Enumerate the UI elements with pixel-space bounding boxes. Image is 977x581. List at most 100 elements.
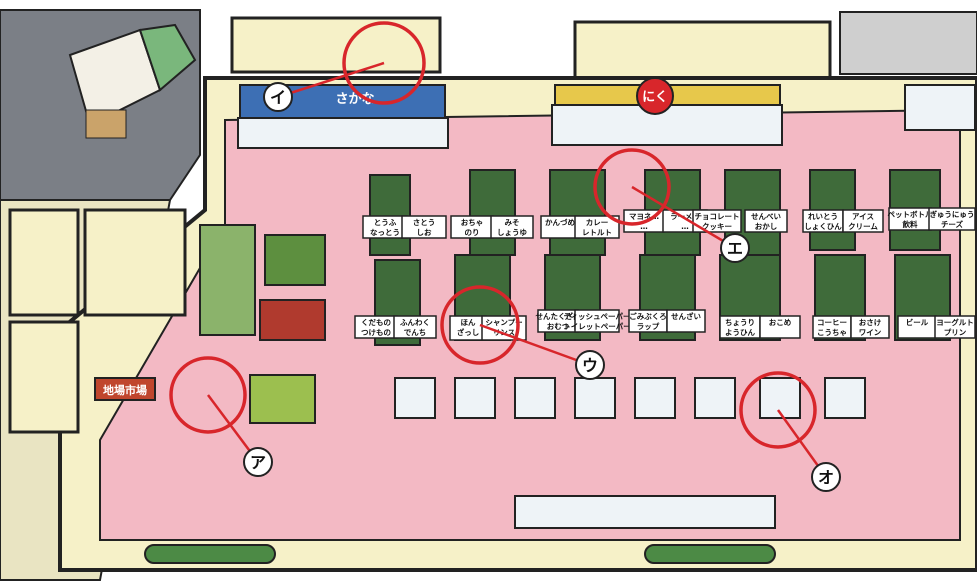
dairy-cooler (904, 84, 976, 131)
shelf-unit (369, 174, 411, 256)
meat-counter (551, 77, 783, 146)
aisle-sign-text: アイス (852, 212, 874, 221)
aisle-sign-text: さとう (413, 218, 436, 227)
callout-leader (479, 323, 591, 367)
aisle-sign-text: ペットボトル (888, 209, 933, 219)
local-market-sign: 地場市場 (103, 383, 147, 397)
aisle-sign-text: 飲料 (902, 219, 918, 229)
callout-badge (811, 462, 841, 492)
callout-circle (342, 21, 426, 105)
fish-sign: さかな (335, 92, 374, 107)
callout-label: ウ (582, 356, 598, 375)
aisle-sign-text: おさけ (859, 318, 882, 327)
service-counter (514, 495, 776, 529)
checkout-counter (394, 377, 436, 419)
aisle-sign-text: せんたくざい (536, 311, 581, 321)
aisle-sign-text: れいとう (808, 212, 838, 221)
aisle-sign-text: でんち (404, 328, 427, 337)
aisle-sign-text: のり (465, 228, 480, 237)
callout-label: ア (250, 453, 266, 472)
back-room-top (230, 16, 442, 74)
aisle-sign-text: ちょうり (725, 318, 755, 327)
aisle-sign-text: レトルト (582, 228, 612, 237)
callout-circle (593, 148, 671, 226)
aisle-sign-canned: かんづめ (540, 215, 580, 239)
aisle-sign-text: ラーメン (670, 212, 700, 221)
aisle-sign-text: しょうゆ (497, 228, 527, 237)
aisle-sign-text: おかし (755, 222, 778, 231)
checkout-counter (574, 377, 616, 419)
callout-badge (243, 447, 273, 477)
aisle-sign-text: コーヒー (817, 318, 847, 327)
aisle-sign-text: しょくひん (804, 222, 842, 231)
callout-e: エ (593, 148, 750, 263)
local-market-stand (94, 377, 156, 401)
aisle-sign-text: おむつ (547, 322, 570, 331)
callout-leader (631, 185, 736, 250)
callout-badge (575, 350, 605, 380)
aisle-sign-text: シャンプー (485, 317, 522, 327)
aisle-sign-text: クッキー (702, 221, 732, 231)
entrance-mat-right (644, 544, 776, 564)
aisle-sign-text: ラップ (637, 321, 660, 331)
aisle-sign-text: ほん (461, 318, 476, 327)
callout-i: イ (263, 21, 426, 112)
aisle-sign-text: ビール (906, 317, 929, 327)
entrance-mat-left (144, 544, 276, 564)
aisle-sign-text: カレー (586, 218, 609, 227)
aisle-sign-text: かんづめ (545, 217, 575, 227)
callout-circle (739, 371, 817, 449)
aisle-sign-text: みそ (505, 218, 520, 227)
checkout-counter (694, 377, 736, 419)
callout-label: エ (727, 239, 743, 258)
callout-badge (720, 233, 750, 263)
aisle-sign-text: こうちゃ (817, 328, 847, 337)
checkout-counter (824, 377, 866, 419)
aisle-sign-text: クリーム (848, 221, 878, 231)
checkout-counter (454, 377, 496, 419)
aisle-sign-text: ふんわく (400, 318, 430, 327)
callout-circle (169, 356, 247, 434)
callout-o: オ (739, 371, 841, 492)
aisle-sign-text: ようひん (725, 328, 755, 337)
callout-u: ウ (440, 285, 605, 380)
checkout-lanes (394, 377, 866, 419)
checkout-counter (634, 377, 676, 419)
aisle-sign-text: マヨネ… (629, 212, 659, 221)
callout-label: オ (818, 468, 834, 487)
aisle-sign-beer: ビール (897, 315, 937, 339)
delivery-truck (68, 23, 197, 139)
shelf-unit (469, 169, 516, 256)
aisle-sign-text: … (640, 222, 648, 231)
aisle-sign-text: おこめ (769, 318, 792, 327)
checkout-counter (759, 377, 801, 419)
aisle-sign-text: プリン (944, 327, 967, 337)
aisle-sign-text: ぎゅうにゅう (930, 209, 975, 219)
aisle-sign-text: とうふ (374, 218, 397, 227)
aisle-sign-text: ざっし (457, 327, 480, 337)
aisle-sign-text: なっとう (370, 228, 400, 237)
aisle-sign-text: … (681, 222, 689, 231)
aisle-sign-detergent: せんざい (666, 309, 706, 333)
aisle-sign-text: ヨーグルト (936, 317, 974, 327)
aisle-sign-group: とうふなっとうさとうしおおちゃのりみそしょうゆかんづめカレーレトルトマヨネ……ラ… (354, 207, 976, 341)
